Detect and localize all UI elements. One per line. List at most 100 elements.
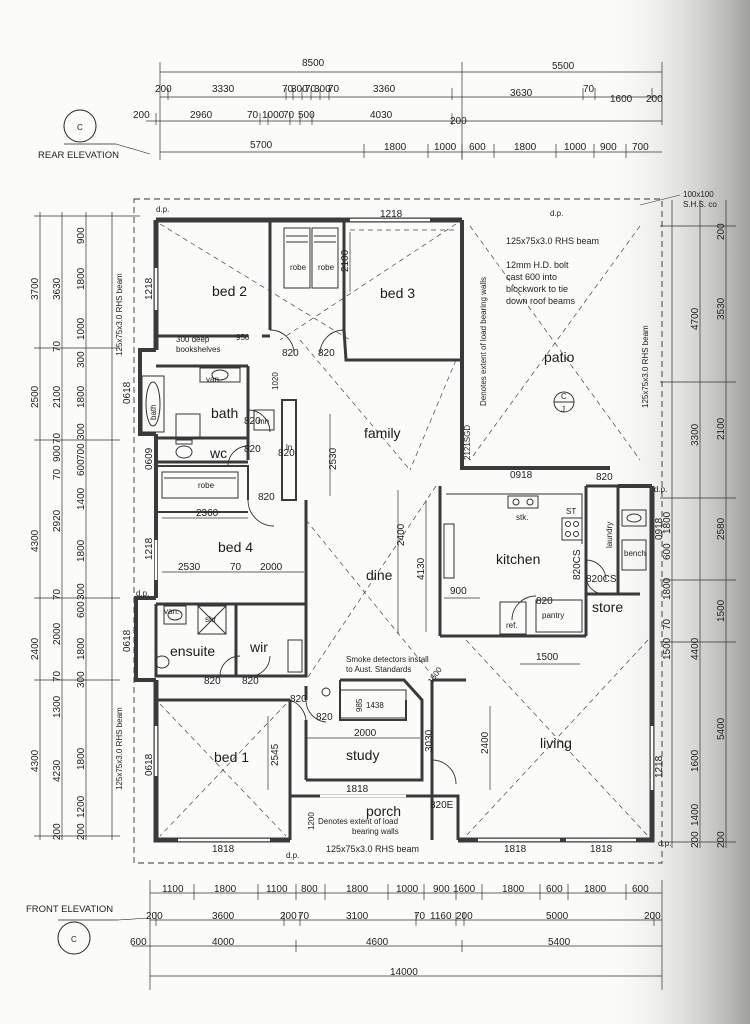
interior-dim: 70 — [230, 562, 242, 573]
dim-top-r4: 600 — [469, 142, 486, 153]
dim-right-c: 1800 — [662, 577, 673, 600]
dim-bottom-r2: 200 — [280, 911, 297, 922]
sink-label: stk. — [516, 513, 528, 522]
right-dimension-lines — [660, 200, 736, 848]
dim-left-c: 300 — [76, 423, 87, 440]
dim-top-r2: 70 — [328, 84, 340, 95]
dim-left-b: 1300 — [52, 695, 63, 718]
window-size: 1818 — [346, 784, 369, 795]
smoke-note: to Aust. Standards — [346, 665, 411, 674]
dim-bottom-r2: 200 — [644, 911, 661, 922]
dim-bottom-r1: 600 — [546, 884, 563, 895]
walls — [134, 217, 655, 843]
interior-dim: 2400 — [480, 731, 491, 754]
interior-dim: 3030 — [424, 729, 435, 752]
dim-top-r3: 200 — [450, 116, 467, 127]
interior-dim: 1200 — [307, 812, 316, 830]
room-label-patio: patio — [544, 349, 575, 365]
door-size: 820 — [318, 348, 335, 359]
dim-bottom-r2: 1160 — [430, 911, 452, 922]
interior-dim: 2545 — [270, 743, 281, 766]
dim-left-c: 1200 — [76, 795, 87, 818]
dim-left-c: 600 — [76, 459, 87, 476]
dim-left-c: 300 — [76, 671, 87, 688]
interior-dim: 950 — [236, 333, 250, 342]
downpipe-label: d.p. — [136, 589, 149, 598]
bookshelves-note: bookshelves — [176, 345, 220, 354]
window-size: 1218 — [654, 755, 665, 778]
door-size: 820 — [204, 676, 221, 687]
dim-bottom-r1: 600 — [632, 884, 649, 895]
dim-top-r4: 1800 — [514, 142, 537, 153]
left-dimension-lines — [34, 212, 140, 840]
bolt-note: blockwork to tie — [506, 284, 568, 294]
room-label-ensuite: ensuite — [170, 643, 215, 659]
dim-left-c: 700 — [76, 443, 87, 460]
front-elevation-label: FRONT ELEVATION — [26, 904, 113, 915]
dim-top-r2: 70 — [583, 84, 595, 95]
dim-top-r4: 1000 — [564, 142, 587, 153]
rhs-beam-note-left-bottom: 125x75x3.0 RHS beam — [115, 707, 124, 790]
manhole-label: mh — [258, 417, 269, 426]
door-size: 820 — [278, 448, 295, 459]
bath-fixture-label: bath — [149, 404, 158, 420]
rear-elevation-letter: C — [77, 123, 83, 132]
dim-top-r2: 70 — [282, 84, 294, 95]
room-label-bath: bath — [211, 405, 238, 421]
dim-bottom-r2: 3600 — [212, 911, 235, 922]
bench-label: bench — [624, 549, 646, 558]
dim-top-r4: 1800 — [384, 142, 407, 153]
roof-outline — [133, 198, 663, 864]
room-label-kitchen: kitchen — [496, 551, 540, 567]
dim-bottom-r1: 1600 — [453, 884, 476, 895]
window-size: 1218 — [380, 209, 403, 220]
window-size: 0609 — [144, 447, 155, 470]
windows — [154, 218, 654, 842]
dim-left-c: 300 — [76, 351, 87, 368]
window-size: 0618 — [122, 381, 133, 404]
dim-left-b: 2920 — [52, 509, 63, 532]
interior-dim: 1500 — [536, 652, 559, 663]
dim-left-b: 70 — [52, 670, 63, 682]
dim-top-r2: 3360 — [373, 84, 396, 95]
downpipe-label: d.p. — [550, 209, 563, 218]
interior-dim: 2000 — [260, 562, 283, 573]
dim-left-c: 600 — [76, 601, 87, 618]
interior-dim: 1438 — [366, 701, 384, 710]
door-size: 820CS — [572, 549, 583, 580]
dim-left-c: 900 — [76, 227, 87, 244]
room-label-wir: wir — [249, 639, 268, 655]
door-size: 820 — [282, 348, 299, 359]
dim-bottom-r1: 1100 — [162, 884, 184, 895]
dim-right-a: 2580 — [716, 517, 727, 540]
room-label-bed4: bed 4 — [218, 539, 253, 555]
dim-bottom-r1: 1000 — [396, 884, 419, 895]
interior-dim: 985 — [355, 698, 364, 712]
bookshelves-note: 300 deep — [176, 335, 210, 344]
dim-right-b: 4700 — [690, 307, 701, 330]
dim-top-5500: 5500 — [552, 61, 575, 72]
dim-left-c: 1000 — [76, 317, 87, 340]
dim-left-a: 2400 — [30, 637, 41, 660]
dim-right-c: 200 — [690, 831, 701, 848]
interior-dim: 2100 — [340, 249, 351, 272]
downpipe-label: d.p. — [156, 205, 169, 214]
dim-left-c: 300 — [76, 583, 87, 600]
window-size: 1818 — [212, 844, 235, 855]
dim-top-r3: 200 — [133, 110, 150, 121]
ceiling-diagonals — [159, 223, 649, 837]
dim-bottom-r1: 1100 — [266, 884, 288, 895]
dim-bottom-r2: 3100 — [346, 911, 369, 922]
dim-bottom-r2: 5000 — [546, 911, 569, 922]
dim-top-r2: 3330 — [212, 84, 235, 95]
interior-dim: 2400 — [396, 523, 407, 546]
dim-right-c: 1400 — [690, 803, 701, 826]
stove-label: ST — [566, 507, 576, 516]
dim-bottom-r2: 200 — [456, 911, 473, 922]
shs-note: 100x100 — [683, 190, 714, 199]
dim-top-r2: 300 — [314, 84, 331, 95]
smoke-note: Smoke detectors install — [346, 655, 429, 664]
dim-left-c: 1800 — [76, 637, 87, 660]
rhs-beam-note-left-top: 125x75x3.0 RHS beam — [115, 273, 124, 356]
bottom-dimension-lines — [132, 880, 663, 990]
